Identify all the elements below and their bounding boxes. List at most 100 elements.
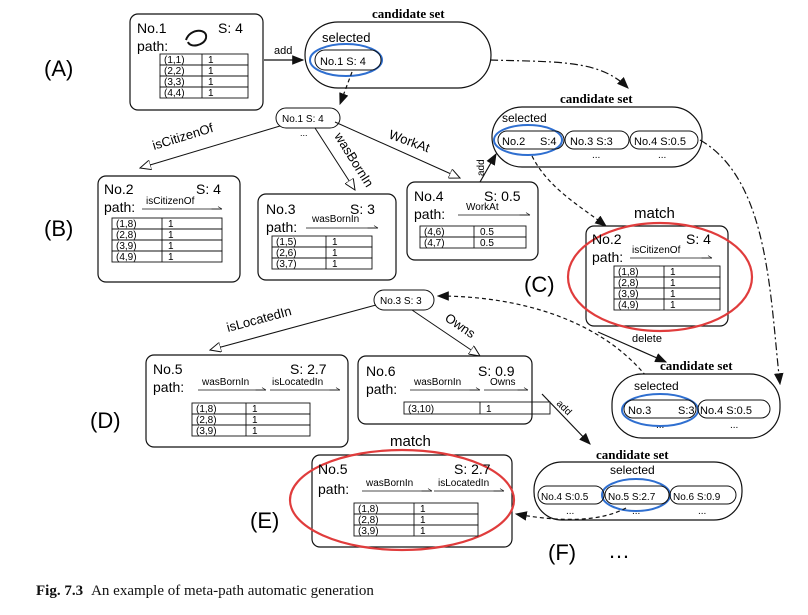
edge-label-delete: delete	[632, 333, 662, 345]
pair-cell: (4,9)	[116, 252, 137, 263]
card-name: No.1	[137, 20, 167, 36]
pair-cell: (3,9)	[618, 289, 639, 300]
match-label: match	[390, 433, 431, 450]
pair-table: (1,5)1(2,6)1(3,7)1	[271, 235, 373, 270]
match-card-no5: match No.5 S: 2.7 path: wasBornIn isLoca…	[288, 433, 516, 552]
more-dots: ...	[656, 420, 664, 431]
pair-cell: (3,9)	[196, 426, 217, 437]
more-dots: ...	[658, 150, 666, 161]
panel-label-d: (D)	[90, 408, 121, 433]
path-card-no2: No.2 S: 4 path: isCitizenOf (1,8)1(2,8)1…	[97, 175, 241, 283]
pair-cell: (3,10)	[408, 404, 434, 415]
table-row: (4,4)1	[159, 86, 249, 99]
weight-cell: 1	[420, 515, 426, 526]
pair-table: (1,8)1(2,8)1(3,9)1(4,9)1	[613, 265, 721, 311]
table-row: (4,9)1	[613, 298, 721, 311]
pair-cell: (3,9)	[116, 241, 137, 252]
table-row: (4,7)0.5	[419, 236, 527, 249]
path-label: path:	[318, 481, 349, 497]
card-score: S: 4	[218, 20, 243, 36]
card-score: S: 3	[350, 201, 375, 217]
pair-cell: (2,6)	[276, 248, 297, 259]
card-name: No.5	[318, 461, 348, 477]
pair-cell: (3,9)	[358, 526, 379, 537]
path-card-no5: No.5 S: 2.7 path: wasBornIn isLocatedIn …	[145, 354, 349, 448]
relation-label: isLocatedIn	[272, 377, 323, 388]
pair-cell: (4,9)	[618, 300, 639, 311]
path-label: path:	[414, 206, 445, 222]
panel-label-c: (C)	[524, 272, 555, 297]
relation-label: Owns	[442, 310, 478, 341]
weight-cell: 1	[420, 526, 426, 537]
weight-cell: 1	[208, 66, 214, 77]
relation-label: wasBornIn	[201, 377, 249, 388]
candidate-item: No.6 S:0.9	[673, 492, 721, 503]
match-ellipse	[288, 448, 516, 552]
pair-table: (1,8)1(2,8)1(3,9)1	[353, 502, 479, 537]
pair-table: (4,6)0.5(4,7)0.5	[419, 225, 527, 249]
card-name: No.3	[266, 201, 296, 217]
path-card-no6: No.6 S: 0.9 path: wasBornIn Owns (3,10)1	[357, 355, 551, 425]
relation-label: isLocatedIn	[438, 478, 489, 489]
node-label: No.1 S: 4	[282, 114, 324, 125]
candidate-item: No.5 S:2.7	[608, 492, 656, 503]
relation-label: wasBornIn	[413, 377, 461, 388]
svg-text:...: ...	[300, 128, 308, 138]
figure-number: Fig. 7.3	[36, 583, 84, 599]
pair-cell: (2,8)	[116, 230, 137, 241]
pair-cell: (2,8)	[618, 278, 639, 289]
panel-label-a: (A)	[44, 56, 73, 81]
path-label: path:	[104, 199, 135, 215]
pair-table: (3,10)1	[403, 401, 551, 415]
selected-label: selected	[610, 463, 655, 477]
selection-ellipse	[493, 124, 563, 156]
pair-cell: (2,8)	[196, 415, 217, 426]
more-dots: ...	[632, 506, 640, 517]
relation-label: wasBornIn	[365, 478, 413, 489]
path-label: path:	[366, 381, 397, 397]
weight-cell: 1	[670, 289, 676, 300]
card-name: No.2	[104, 181, 134, 197]
candidate-set-c: candidate set selected No.3 S:3 No.4 S:0…	[611, 358, 781, 439]
weight-cell: 1	[332, 259, 338, 270]
meta-path-diagram: (A) (B) (C) (D) (E) (F) … No.1 S: 4 path…	[44, 6, 784, 565]
selection-ellipse	[309, 43, 383, 77]
path-card-no3: No.3 S: 3 path: wasBornIn (1,5)1(2,6)1(3…	[257, 193, 397, 281]
panel-label-e: (E)	[250, 508, 279, 533]
relation-label: wasBornIn	[311, 214, 359, 225]
pair-cell: (1,8)	[196, 404, 217, 415]
selected-label: selected	[634, 379, 679, 393]
pair-cell: (3,3)	[164, 77, 185, 88]
table-row: (3,9)1	[191, 424, 311, 437]
weight-cell: 1	[168, 252, 174, 263]
candidate-set-b: candidate set selected No.2 S:4 No.3 S:3…	[491, 91, 703, 168]
relation-label: isCitizenOf	[632, 245, 681, 256]
selected-label: selected	[502, 111, 547, 125]
pair-cell: (1,5)	[276, 237, 297, 248]
candidate-item: No.1 S: 4	[320, 56, 366, 68]
candidate-set-a: candidate set selected No.1 S: 4	[304, 6, 492, 89]
pair-cell: (4,6)	[424, 227, 445, 238]
weight-cell: 1	[208, 55, 214, 66]
card-score: S: 4	[196, 181, 221, 197]
candidate-item: No.3	[628, 405, 651, 417]
pair-cell: (2,2)	[164, 66, 185, 77]
table-row: (4,9) 1	[111, 250, 223, 263]
pair-table: (1,8)1(2,8)1(3,9)1	[191, 402, 311, 437]
relation-label: WorkAt	[466, 202, 499, 213]
candidate-item: No.3 S:3	[570, 136, 613, 148]
candidate-item: No.4 S:0.5	[541, 492, 589, 503]
weight-cell: 1	[168, 230, 174, 241]
card-name: No.4	[414, 188, 444, 204]
pair-table: (1,8)1(2,8)1(3,9)1(4,9)1	[111, 217, 223, 263]
card-name: No.5	[153, 361, 183, 377]
path-label: path:	[153, 379, 184, 395]
pair-cell: (1,8)	[116, 219, 137, 230]
candidate-set-title: candidate set	[596, 447, 669, 462]
card-name: No.2	[592, 231, 622, 247]
path-label: path:	[137, 38, 168, 54]
match-card-no2: match No.2 S: 4 path: isCitizenOf (1,8)1…	[566, 205, 754, 333]
self-loop-icon	[185, 29, 208, 47]
candidate-set-title: candidate set	[560, 91, 633, 106]
candidate-item: S:4	[540, 136, 557, 148]
